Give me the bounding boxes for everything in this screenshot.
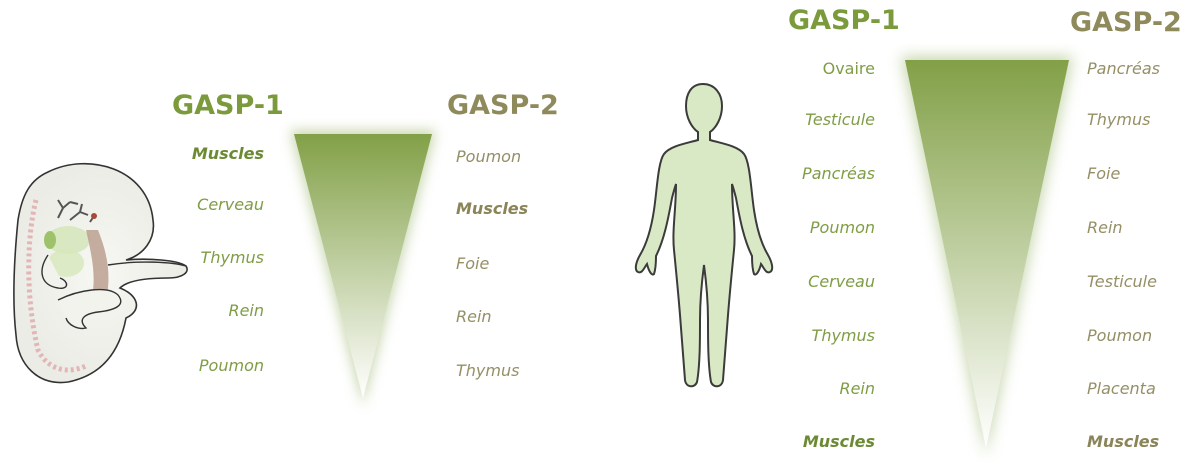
list-item: Pancréas <box>802 164 875 184</box>
list-item: Rein <box>456 307 492 327</box>
list-item: Muscles <box>192 144 264 164</box>
list-item: Thymus <box>456 361 519 381</box>
list-item: Testicule <box>805 110 875 130</box>
list-item: Pancréas <box>1087 59 1160 79</box>
list-item: Rein <box>1087 218 1123 238</box>
embryo-gasp2-title: GASP-2 <box>447 91 559 121</box>
adult-gasp2-title: GASP-2 <box>1070 8 1182 38</box>
list-item: Muscles <box>456 199 528 219</box>
list-item: Poumon <box>199 356 264 376</box>
list-item: Foie <box>456 254 489 274</box>
list-item: Rein <box>228 301 264 321</box>
list-item: Poumon <box>810 218 875 238</box>
list-item: Cerveau <box>197 195 264 215</box>
list-item: Foie <box>1087 164 1120 184</box>
human-silhouette-icon <box>628 80 778 392</box>
list-item: Cerveau <box>808 272 875 292</box>
list-item: Ovaire <box>823 59 875 79</box>
embryo-gasp1-title: GASP-1 <box>172 91 284 121</box>
adult-gasp1-title: GASP-1 <box>788 6 900 36</box>
list-item: Thymus <box>201 248 264 268</box>
list-item: Poumon <box>456 147 521 167</box>
list-item: Muscles <box>1087 432 1159 452</box>
list-item: Poumon <box>1087 326 1152 346</box>
embryo-illustration-icon <box>8 160 193 395</box>
list-item: Thymus <box>812 326 875 346</box>
embryo-gradient-triangle <box>278 118 448 418</box>
list-item: Muscles <box>803 432 875 452</box>
list-item: Placenta <box>1087 379 1156 399</box>
list-item: Thymus <box>1087 110 1150 130</box>
list-item: Testicule <box>1087 272 1157 292</box>
list-item: Rein <box>839 379 875 399</box>
adult-gradient-triangle <box>887 44 1087 463</box>
